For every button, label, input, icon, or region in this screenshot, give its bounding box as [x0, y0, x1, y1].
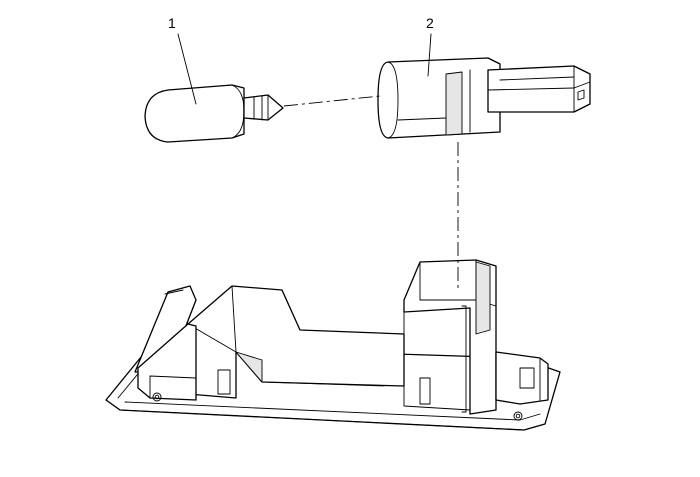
alignment-centerline-horizontal [283, 95, 381, 107]
callout-1-leader [177, 33, 197, 105]
callout-2-leader [427, 33, 432, 77]
lamp-housing [105, 259, 561, 431]
callout-label-1: 1 [168, 15, 176, 31]
callout-label-2: 2 [426, 15, 434, 31]
bulb-part [144, 84, 284, 143]
socket-part [377, 57, 591, 139]
